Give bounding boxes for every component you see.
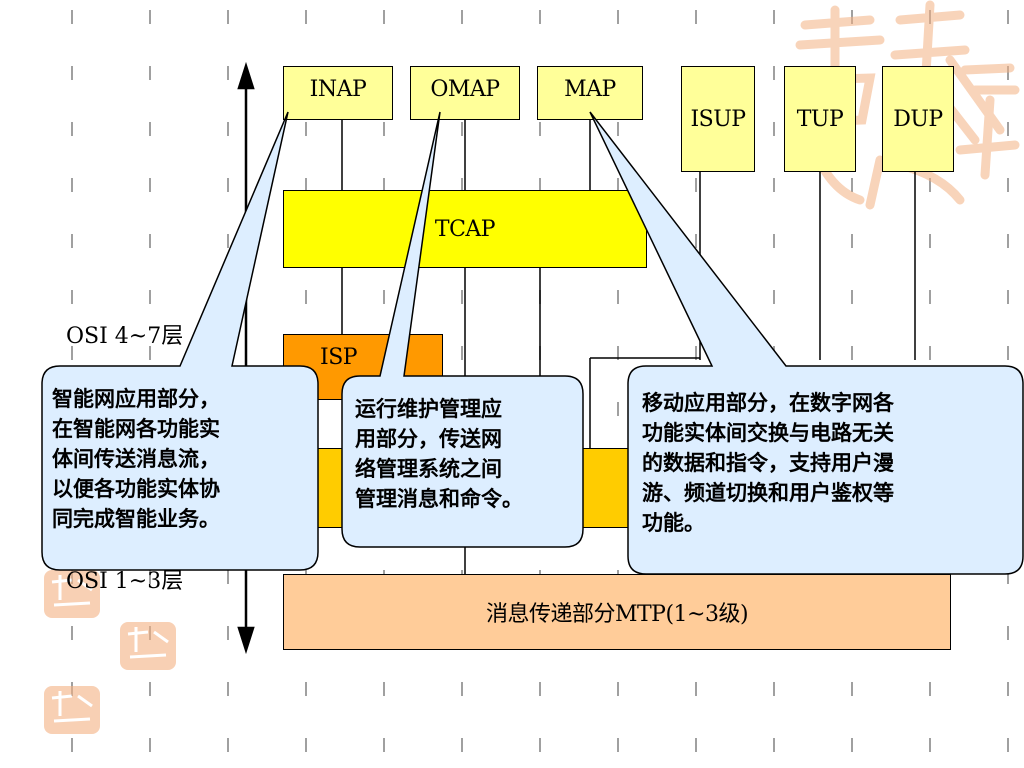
isup-box: ISUP [681,66,755,172]
osi-upper-layer-label: OSI 4~7层 [66,324,184,349]
osi-lower-layer-label: OSI 1~3层 [66,569,184,594]
callout-map-bubble [589,111,1024,575]
dup-box: DUP [882,66,954,172]
callout-inap-text: 智能网应用部分， 在智能网各功能实 体间传送消息流， 以便各功能实体协 同完成智… [52,387,220,531]
watermark-seal-small-1 [44,570,100,618]
map-box: MAP [537,66,643,120]
callout-omap-bubble [341,111,584,548]
tup-box: TUP [784,66,856,172]
callout-omap-text: 运行维护管理应 用部分，传送网 络管理系统之间 管理消息和命令。 [355,397,523,511]
connector-lines [341,119,916,575]
callout-inap-bubble [41,111,319,571]
inap-box: INAP [283,66,393,120]
tcap-box: TCAP [283,190,647,268]
watermark-seal-small-3 [44,686,100,734]
callout-map-text: 移动应用部分，在数字网各 功能实体间交换与电路无关 的数据和指令，支持用户漫 游… [642,391,894,535]
watermark-seal-small-2 [120,622,176,670]
mtp-box: 消息传递部分MTP(1~3级) [283,574,951,650]
omap-box: OMAP [410,66,520,120]
